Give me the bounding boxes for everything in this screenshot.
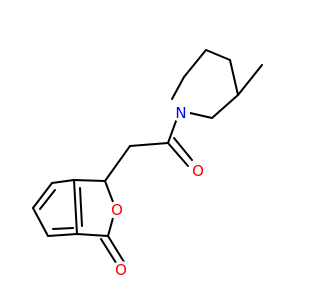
bond-c3a-c4 <box>51 179 75 184</box>
bond-c2-c3 <box>183 49 207 78</box>
bond-c5-c6 <box>32 207 49 237</box>
bond-c3-c3a <box>73 179 106 182</box>
bond-c4-c5 <box>229 59 239 96</box>
bond-ch2-c3 <box>104 145 131 182</box>
ketone-oxygen-label: O <box>192 162 204 180</box>
bond-c1-o-2 <box>100 238 119 267</box>
bond-carbonyl-o-1 <box>167 142 189 167</box>
ring-oxygen-label: O <box>111 201 123 219</box>
phthalide-core <box>32 179 125 267</box>
bond-carbonyl-o-2 <box>173 137 193 161</box>
bond-c1-c7a <box>76 233 109 237</box>
bond-c6-c7-inner <box>52 227 74 230</box>
atom-labels: N O O O <box>108 104 207 279</box>
bond-o-c1 <box>107 217 114 237</box>
bond-c3-o <box>104 180 114 203</box>
ring-oxygen-bg <box>108 201 126 219</box>
bond-n-c2 <box>171 76 185 100</box>
bond-c6-c7 <box>47 233 78 237</box>
amide-linker <box>104 120 193 182</box>
ketone-oxygen-bg <box>189 162 207 180</box>
nitrogen-bg <box>172 104 190 122</box>
bond-c4-c5-inner <box>39 189 56 210</box>
nitrogen-label: N <box>175 104 186 122</box>
bond-c3-c4 <box>205 49 231 61</box>
structure-diagram: N O O O <box>32 49 263 279</box>
bond-n-carbonyl <box>167 120 177 144</box>
bond-c3a-c7a <box>73 179 78 235</box>
lactone-oxygen-label: O <box>115 261 127 279</box>
bond-c6-n <box>189 112 213 119</box>
bond-c4-c5 <box>32 182 53 209</box>
bond-c3a-c7a-inner <box>79 187 83 227</box>
lactone-oxygen-bg <box>112 261 130 279</box>
bond-c5-c6 <box>211 94 239 119</box>
bond-carbonyl-ch2 <box>129 142 169 147</box>
bond-c1-o-1 <box>107 235 125 263</box>
bond-c5-methyl <box>237 64 263 96</box>
piperidine-ring <box>171 49 263 119</box>
